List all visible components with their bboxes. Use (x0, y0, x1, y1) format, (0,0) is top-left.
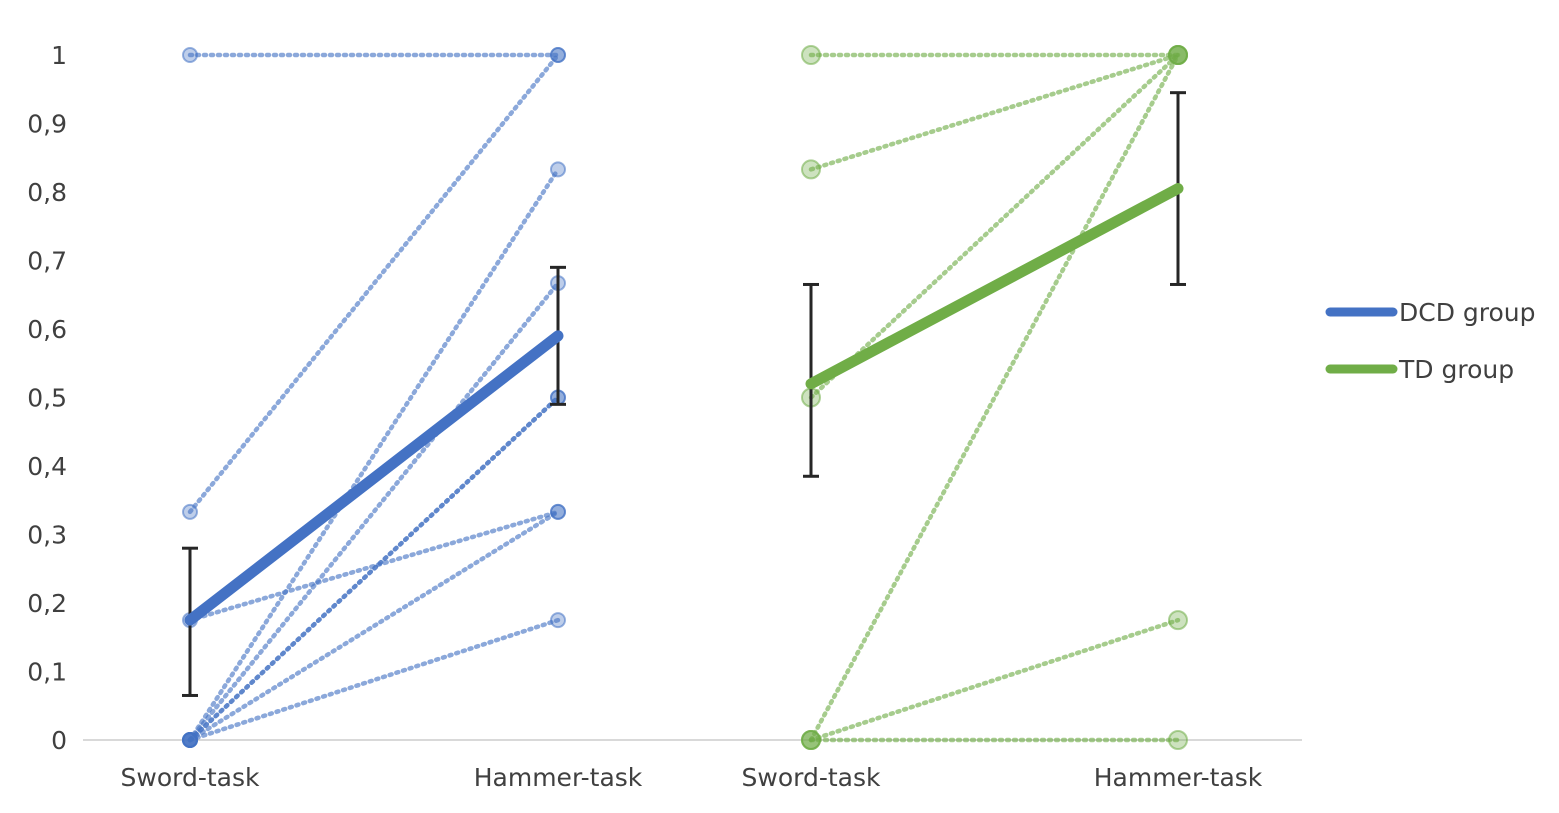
y-tick-label: 0,5 (27, 384, 67, 413)
individual-point (1168, 730, 1188, 750)
y-tick-label: 0,6 (27, 315, 67, 344)
individual-line (187, 509, 561, 623)
individual-point (550, 47, 566, 63)
individual-point (801, 730, 821, 750)
y-tick-label: 0,2 (27, 589, 67, 618)
mean-lines (182, 91, 1186, 697)
individual-point (182, 732, 198, 748)
y-tick-label: 0,8 (27, 178, 67, 207)
individual-point (182, 503, 198, 520)
y-tick-label: 0,4 (27, 452, 67, 481)
individual-line (808, 52, 1181, 743)
individual-point (550, 161, 566, 178)
individual-point (550, 612, 566, 629)
x-category-label: Hammer-task (474, 763, 643, 792)
individual-point (550, 503, 566, 520)
individual-line (808, 52, 1181, 400)
individual-line (187, 509, 561, 743)
individual-line (808, 52, 1181, 172)
individual-line (187, 617, 561, 743)
y-tick-label: 0,7 (27, 247, 67, 276)
y-tick-label: 0,9 (27, 110, 67, 139)
individual-point (801, 45, 821, 65)
individual-point (182, 47, 198, 63)
y-tick-label: 1 (51, 41, 67, 70)
mean-line (184, 330, 564, 626)
y-tick-label: 0,1 (27, 658, 67, 687)
individual-point (801, 159, 821, 180)
y-tick-label: 0,3 (27, 521, 67, 550)
individual-line (187, 395, 561, 743)
individual-lines (182, 45, 1188, 750)
x-category-label: Sword-task (742, 763, 881, 792)
individual-line (187, 280, 561, 743)
individual-line (187, 167, 561, 743)
legend: DCD group TD group (1325, 298, 1536, 384)
x-category-label: Sword-task (121, 763, 260, 792)
legend-label: TD group (1398, 355, 1514, 384)
y-tick-label: 0 (51, 726, 67, 755)
legend-label: DCD group (1399, 298, 1536, 327)
mean-line (805, 183, 1184, 390)
individual-line (187, 52, 561, 515)
individual-line (808, 617, 1181, 743)
individual-point (1168, 610, 1188, 631)
individual-point (1168, 45, 1188, 65)
x-category-label: Hammer-task (1094, 763, 1263, 792)
